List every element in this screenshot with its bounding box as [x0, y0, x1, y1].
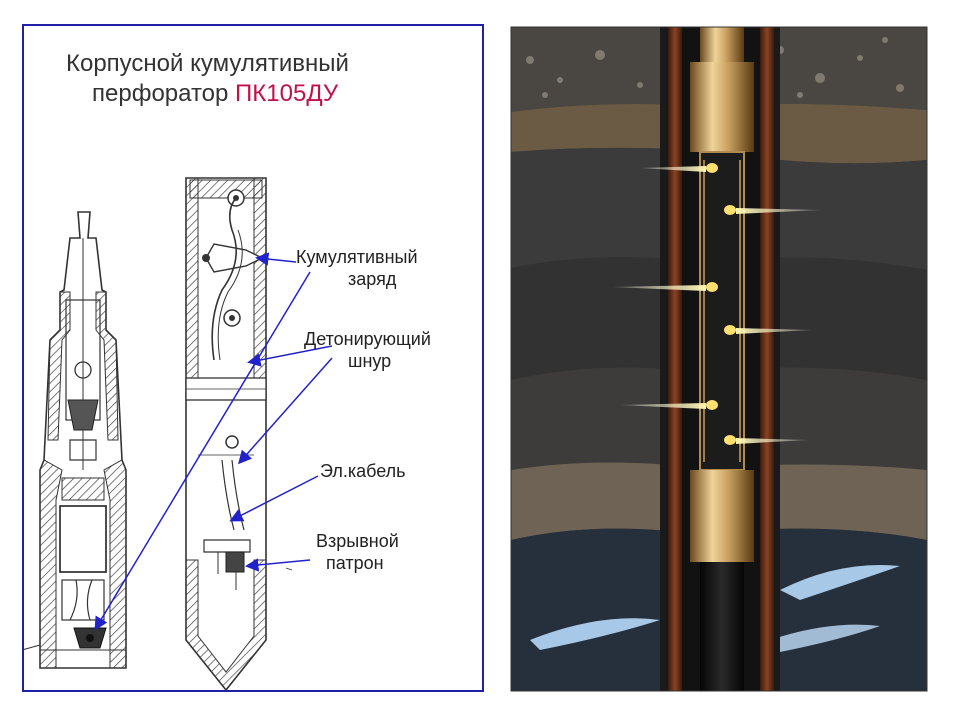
water-streak-1 [780, 565, 900, 600]
arrow-charge-lower [94, 271, 311, 631]
water-streak-3 [770, 624, 880, 652]
label-charge-line2: заряд [348, 269, 397, 289]
diagram-title-line1: Корпусной кумулятивный [66, 50, 349, 77]
arrow-cord-upper [247, 345, 333, 367]
well-perforation-illustration [510, 26, 928, 692]
label-cartridge: Взрывной патрон [316, 530, 399, 574]
label-cartridge-line2: патрон [326, 553, 384, 573]
label-cartridge-line1: Взрывной [316, 531, 399, 551]
label-cord-line2: шнур [348, 351, 392, 371]
perforator-head-drawing [21, 211, 127, 669]
arrow-charge-upper [255, 252, 297, 266]
label-charge-line1: Кумулятивный [296, 247, 418, 267]
label-detonating-cord: Детонирующий шнур [304, 328, 431, 372]
label-cord-line1: Детонирующий [304, 329, 431, 349]
gravel-texture [526, 37, 904, 98]
title-model: ПК105ДУ [235, 80, 339, 107]
title-prefix: перфоратор [92, 80, 236, 107]
label-charge: Кумулятивный заряд [296, 246, 418, 290]
water-streak-2 [530, 618, 660, 650]
arrow-cartridge [245, 558, 311, 572]
callout-arrows [94, 252, 333, 631]
perforator-gun-drawing [185, 177, 293, 692]
jets-left [612, 163, 718, 410]
label-cable: Эл.кабель [320, 461, 406, 481]
arrow-cord-lower [238, 357, 333, 465]
diagram-title-line2: перфоратор ПК105ДУ [92, 80, 338, 108]
jets-right [724, 205, 820, 445]
arrow-cable [229, 475, 319, 522]
